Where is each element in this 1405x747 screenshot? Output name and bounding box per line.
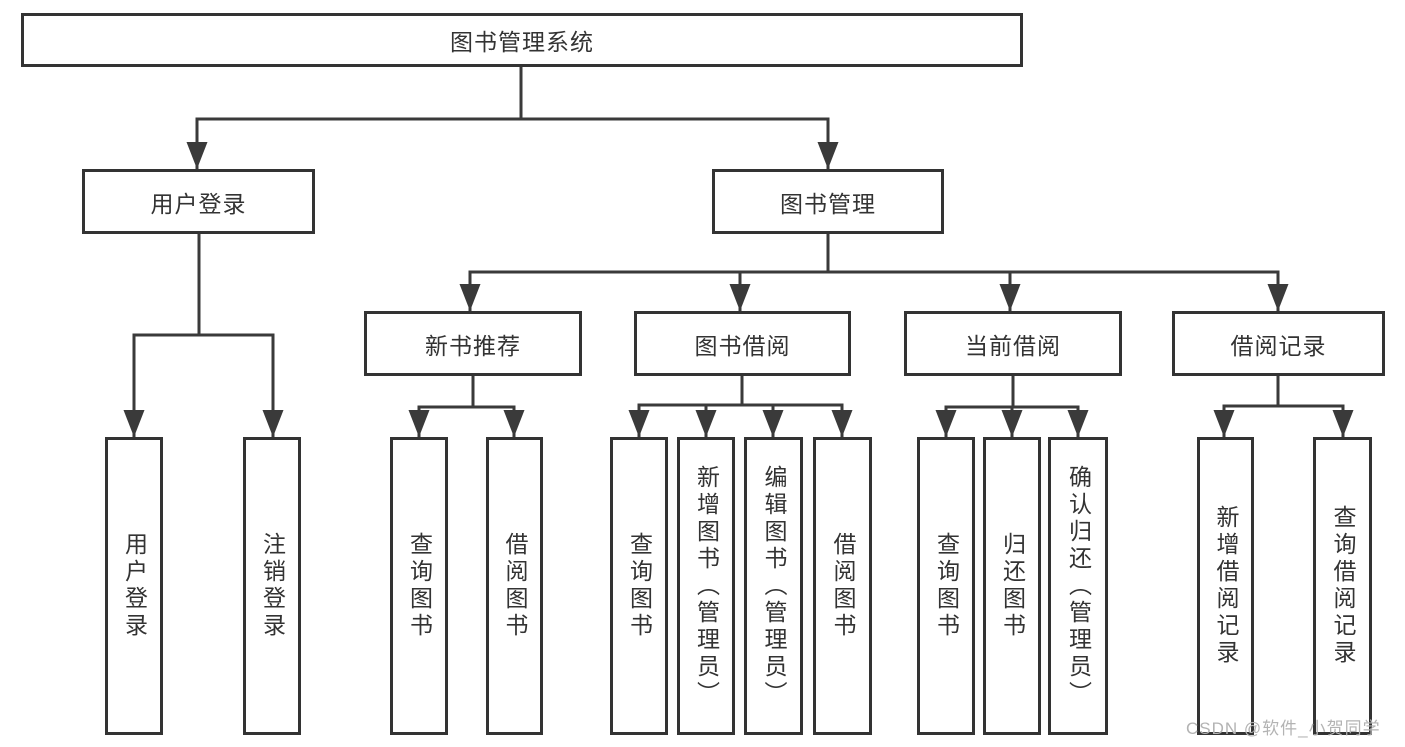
leaf-query-borrow-record: 查询借阅记录	[1313, 437, 1372, 735]
node-label: 新增借阅记录	[1213, 505, 1239, 667]
node-label: 归还图书	[999, 532, 1026, 640]
node-borrowing-records: 借阅记录	[1172, 311, 1385, 376]
node-label: 新增图书（管理员）	[693, 464, 720, 708]
node-label: 用户登录	[121, 532, 148, 640]
node-system-root: 图书管理系统	[21, 13, 1023, 67]
leaf-borrow-books: 借阅图书	[486, 437, 543, 735]
node-book-management: 图书管理	[712, 169, 944, 234]
node-label: 借阅图书	[502, 532, 528, 640]
leaf-add-borrow-record: 新增借阅记录	[1197, 437, 1254, 735]
leaf-query-books: 查询图书	[917, 437, 975, 735]
node-label: 图书管理	[780, 190, 876, 217]
node-label: 当前借阅	[965, 332, 1061, 359]
csdn-watermark: CSDN @软件_小贺同学	[1186, 719, 1381, 738]
leaf-edit-books-admin: 编辑图书（管理员）	[744, 437, 803, 735]
node-book-borrowing: 图书借阅	[634, 311, 851, 376]
node-label: 注销登录	[259, 532, 286, 640]
node-label: 确认归还（管理员）	[1065, 464, 1092, 708]
node-label: 查询图书	[933, 532, 960, 640]
node-label: 新书推荐	[425, 332, 521, 359]
leaf-borrow-books: 借阅图书	[813, 437, 872, 735]
leaf-logout: 注销登录	[243, 437, 301, 735]
leaf-user-login: 用户登录	[105, 437, 163, 735]
connector-book-mgmt	[468, 232, 1280, 274]
node-label: 图书借阅	[694, 332, 791, 359]
node-label: 查询图书	[626, 532, 653, 640]
connector-root	[195, 64, 830, 121]
leaf-query-books: 查询图书	[610, 437, 668, 735]
connector-records	[1222, 374, 1345, 408]
node-label: 借阅记录	[1230, 332, 1327, 359]
connector-borrowing	[637, 374, 844, 407]
connector-new-books	[417, 374, 516, 409]
leaf-query-books: 查询图书	[390, 437, 448, 735]
node-current-borrowing: 当前借阅	[904, 311, 1122, 376]
node-label: 查询借阅记录	[1330, 505, 1356, 667]
leaf-return-books: 归还图书	[983, 437, 1041, 735]
node-user-login: 用户登录	[82, 169, 315, 234]
connector-current	[944, 374, 1080, 409]
leaf-add-books-admin: 新增图书（管理员）	[677, 437, 735, 735]
node-new-book-recommend: 新书推荐	[364, 311, 582, 376]
node-label: 图书管理系统	[450, 29, 594, 55]
node-label: 借阅图书	[830, 532, 856, 640]
node-label: 查询图书	[406, 532, 433, 640]
node-label: 用户登录	[150, 190, 247, 217]
connector-user-login	[132, 232, 275, 337]
node-label: 编辑图书（管理员）	[761, 464, 787, 708]
leaf-confirm-return-admin: 确认归还（管理员）	[1048, 437, 1108, 735]
